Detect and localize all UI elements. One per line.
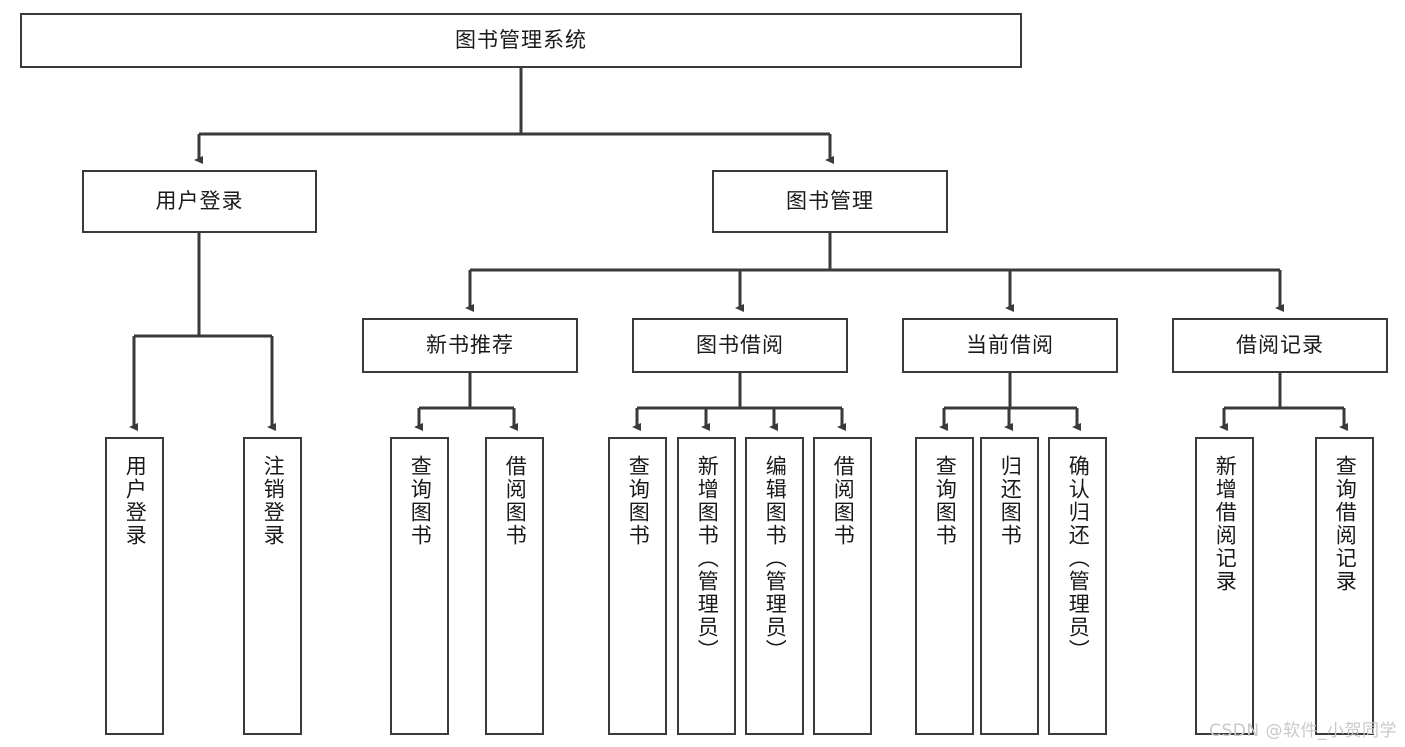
node-label: 查询借阅记录 bbox=[1333, 455, 1358, 593]
node-label: 借阅图书 bbox=[503, 455, 528, 547]
leaf-user-login-login[interactable]: 用户登录 bbox=[105, 437, 164, 735]
node-label: 用户登录 bbox=[123, 455, 148, 547]
leaf-new-book-borrow-book[interactable]: 借阅图书 bbox=[485, 437, 544, 735]
node-label: 借阅图书 bbox=[831, 455, 856, 547]
node-label: 新增图书（管理员） bbox=[695, 455, 720, 662]
node-label: 新增借阅记录 bbox=[1213, 455, 1238, 593]
leaf-borrow-record-add-record[interactable]: 新增借阅记录 bbox=[1195, 437, 1254, 735]
node-root-book-management-system[interactable]: 图书管理系统 bbox=[20, 13, 1022, 68]
leaf-book-borrow-edit-book-admin[interactable]: 编辑图书（管理员） bbox=[745, 437, 804, 735]
node-label: 查询图书 bbox=[626, 455, 651, 547]
node-label: 图书管理系统 bbox=[455, 27, 587, 52]
node-label: 借阅记录 bbox=[1236, 332, 1324, 357]
node-label: 新书推荐 bbox=[426, 332, 514, 357]
node-label: 查询图书 bbox=[408, 455, 433, 547]
node-book-management[interactable]: 图书管理 bbox=[712, 170, 948, 233]
node-label: 确认归还（管理员） bbox=[1066, 455, 1091, 662]
leaf-current-borrow-return-book[interactable]: 归还图书 bbox=[980, 437, 1039, 735]
node-label: 当前借阅 bbox=[966, 332, 1054, 357]
node-book-borrow[interactable]: 图书借阅 bbox=[632, 318, 848, 373]
node-label: 查询图书 bbox=[933, 455, 958, 547]
node-user-login[interactable]: 用户登录 bbox=[82, 170, 317, 233]
node-label: 图书管理 bbox=[786, 188, 874, 213]
node-label: 编辑图书（管理员） bbox=[763, 455, 788, 662]
leaf-new-book-query-book[interactable]: 查询图书 bbox=[390, 437, 449, 735]
node-borrow-record[interactable]: 借阅记录 bbox=[1172, 318, 1388, 373]
node-new-book-recommend[interactable]: 新书推荐 bbox=[362, 318, 578, 373]
node-label: 注销登录 bbox=[261, 455, 286, 547]
node-label: 归还图书 bbox=[998, 455, 1023, 547]
node-label: 图书借阅 bbox=[696, 332, 784, 357]
leaf-current-borrow-confirm-return-admin[interactable]: 确认归还（管理员） bbox=[1048, 437, 1107, 735]
leaf-borrow-record-query-record[interactable]: 查询借阅记录 bbox=[1315, 437, 1374, 735]
node-current-borrow[interactable]: 当前借阅 bbox=[902, 318, 1118, 373]
leaf-book-borrow-add-book-admin[interactable]: 新增图书（管理员） bbox=[677, 437, 736, 735]
leaf-book-borrow-query-book[interactable]: 查询图书 bbox=[608, 437, 667, 735]
node-label: 用户登录 bbox=[155, 188, 244, 213]
watermark-text: CSDN @软件_小贺同学 bbox=[1209, 721, 1397, 741]
leaf-book-borrow-borrow-book[interactable]: 借阅图书 bbox=[813, 437, 872, 735]
leaf-user-login-logout[interactable]: 注销登录 bbox=[243, 437, 302, 735]
leaf-current-borrow-query-book[interactable]: 查询图书 bbox=[915, 437, 974, 735]
